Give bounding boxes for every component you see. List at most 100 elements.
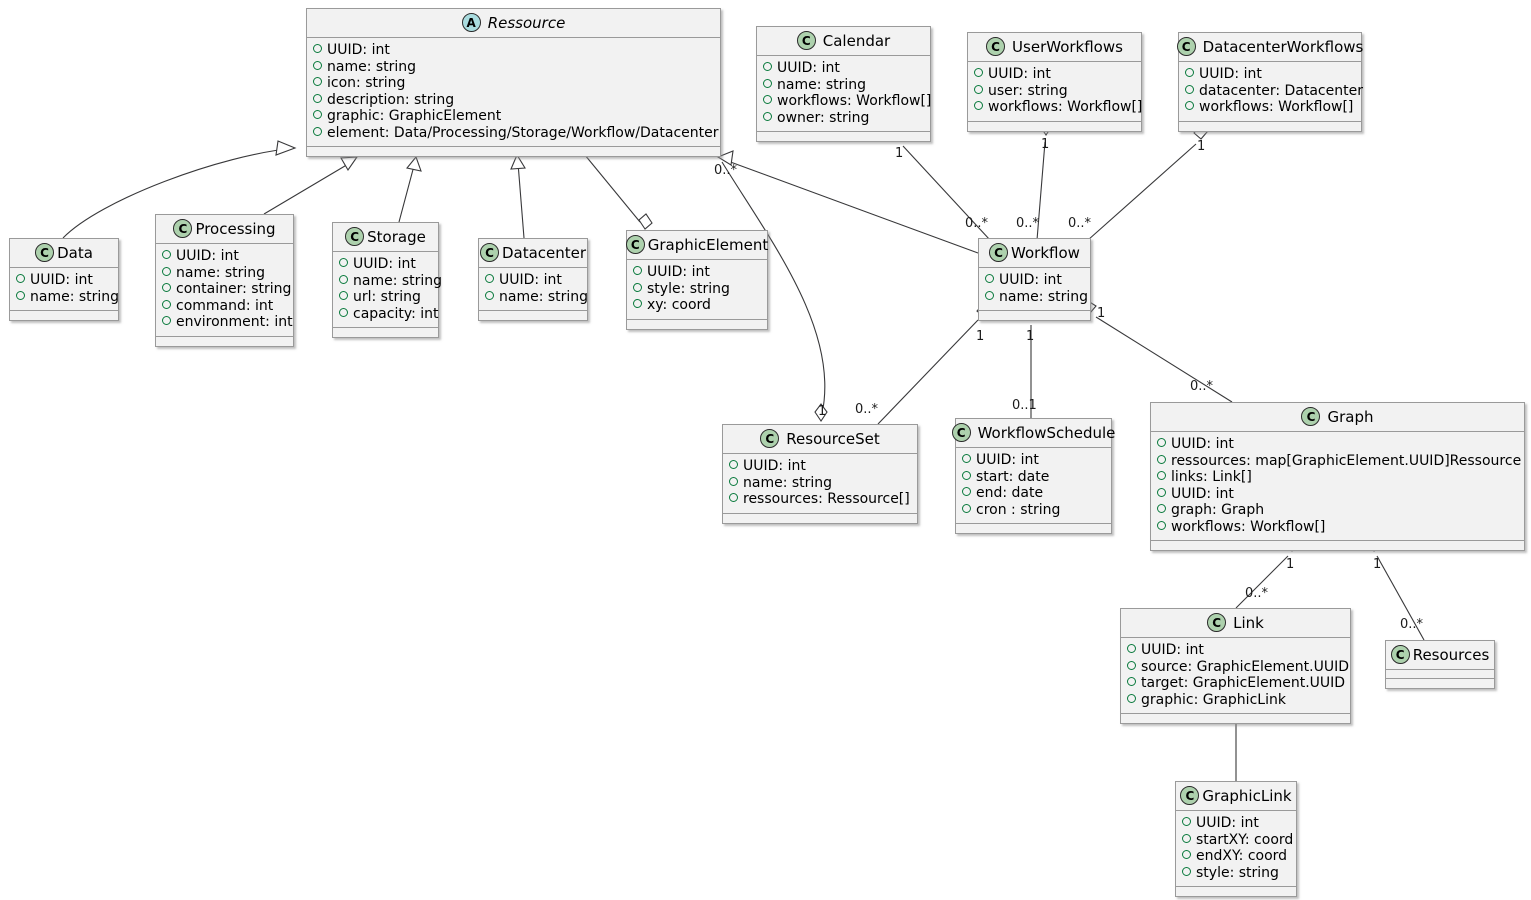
attribute-row: graph: Graph [1157, 502, 1516, 519]
class-title-storage: Storage [367, 227, 426, 246]
attribute-row: target: GraphicElement.UUID [1127, 675, 1345, 692]
attribute-row: UUID: int [1157, 436, 1516, 453]
public-visibility-icon [633, 282, 642, 292]
multiplicity-label: 0..* [714, 163, 738, 178]
attribute-label: workflows: Workflow[] [1199, 99, 1354, 115]
class-title-resourceset: ResourceSet [786, 429, 880, 448]
class-methods-link [1121, 714, 1350, 723]
attribute-label: workflows: Workflow[] [777, 93, 932, 109]
attribute-row: command: int [162, 298, 285, 315]
attribute-label: command: int [176, 297, 274, 314]
class-methods-data [10, 311, 118, 320]
attribute-label: UUID: int [1141, 642, 1204, 658]
attribute-label: name: string [743, 474, 833, 491]
attribute-row: graphic: GraphicElement [313, 108, 712, 125]
attribute-label: UUID: int [499, 272, 562, 288]
public-visibility-icon [1185, 84, 1194, 94]
attribute-row: url: string [339, 289, 430, 306]
class-icon: C [986, 37, 1006, 56]
public-visibility-icon [162, 250, 171, 259]
class-icon: C [345, 227, 365, 246]
edge-workflow-graph [1081, 300, 1233, 403]
attribute-label: UUID: int [777, 60, 840, 76]
public-visibility-icon [962, 487, 971, 496]
attribute-row: workflows: Workflow[] [1185, 99, 1353, 116]
attribute-row: environment: int [162, 314, 293, 331]
class-icon: C [951, 423, 971, 442]
public-visibility-icon [1127, 644, 1136, 653]
attribute-label: UUID: int [1199, 66, 1262, 82]
edge-ressource-graphicelement [579, 148, 653, 230]
attribute-label: icon: string [327, 75, 406, 91]
attribute-row: name: string [162, 265, 285, 282]
attribute-label: source: GraphicElement.UUID [1141, 658, 1350, 675]
attribute-row: user: string [974, 83, 1133, 100]
public-visibility-icon [485, 274, 494, 283]
attribute-label: environment: int [176, 314, 293, 330]
attribute-row: name: string [339, 273, 442, 290]
public-visibility-icon [974, 84, 983, 94]
attribute-row: end: date [962, 485, 1103, 502]
class-methods-graph [1151, 541, 1524, 550]
attribute-label: UUID: int [976, 452, 1039, 468]
attribute-label: cron : string [976, 501, 1061, 518]
abstract-class-icon: A [461, 13, 481, 32]
attribute-row: UUID: int [1157, 486, 1516, 503]
public-visibility-icon [1127, 660, 1136, 670]
public-visibility-icon [1157, 454, 1166, 464]
class-title-ressource: Ressource [487, 13, 566, 32]
public-visibility-icon [313, 93, 322, 103]
public-visibility-icon [763, 78, 772, 88]
attribute-label: name: string [499, 288, 589, 305]
attribute-row: UUID: int [1185, 66, 1353, 83]
attribute-label: links: Link[] [1171, 469, 1252, 485]
attribute-label: user: string [988, 82, 1068, 99]
class-title-link: Link [1233, 613, 1264, 632]
attribute-label: name: string [777, 76, 867, 93]
class-methods-datacenterworkflows [1179, 121, 1361, 131]
class-title-graph: Graph [1327, 407, 1374, 426]
attribute-label: name: string [353, 272, 443, 289]
public-visibility-icon [1185, 101, 1194, 110]
multiplicity-label: 1 [1286, 557, 1294, 572]
attribute-label: UUID: int [999, 272, 1062, 288]
class-title-datacenter: Datacenter [501, 243, 587, 262]
attribute-label: owner: string [777, 109, 870, 126]
attribute-label: style: string [647, 280, 730, 297]
public-visibility-icon [1157, 471, 1166, 480]
public-visibility-icon [313, 44, 322, 53]
public-visibility-icon [1185, 68, 1194, 77]
class-icon: C [625, 235, 645, 254]
public-visibility-icon [974, 101, 983, 110]
multiplicity-label: 0..* [1400, 617, 1424, 632]
attribute-label: UUID: int [1196, 815, 1259, 831]
class-icon: C [1390, 645, 1410, 664]
multiplicity-label: 1 [976, 329, 984, 344]
attribute-label: workflows: Workflow[] [988, 99, 1143, 115]
attribute-label: style: string [1196, 864, 1279, 881]
